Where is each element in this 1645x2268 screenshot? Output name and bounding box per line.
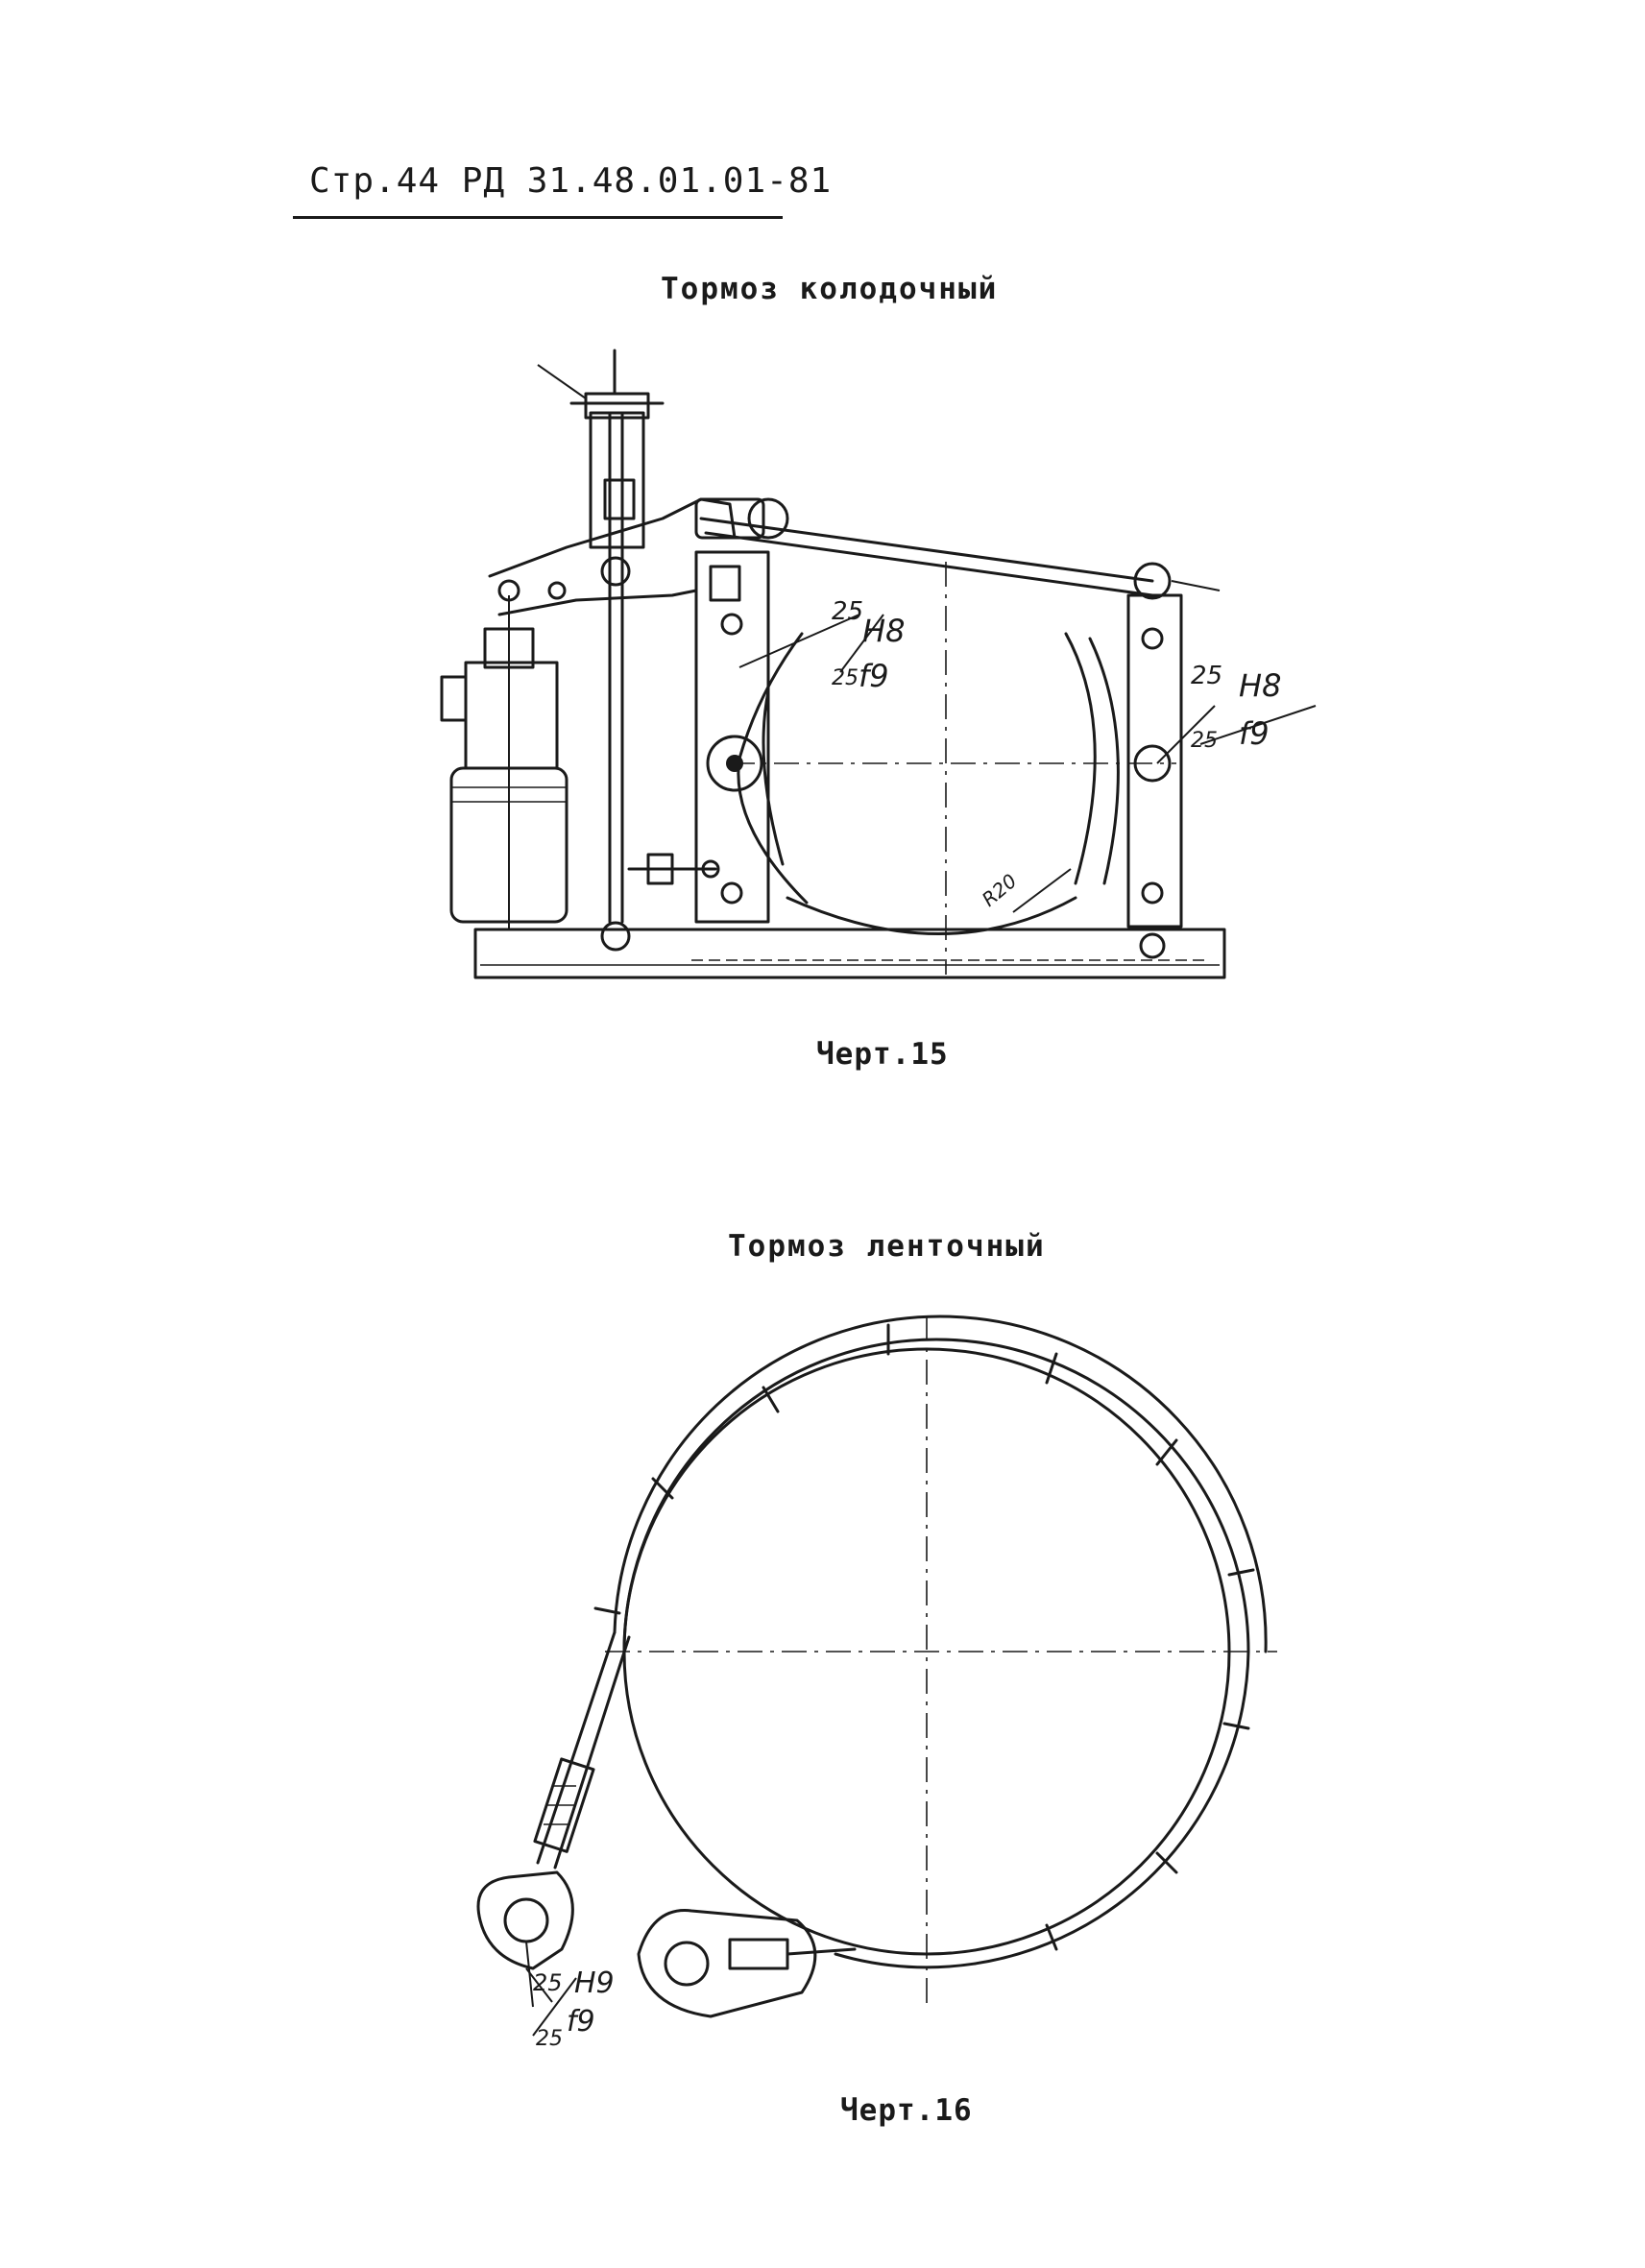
- brake-band-outer-2: [613, 1315, 1268, 1653]
- left-shoe-arm: [694, 550, 770, 924]
- turnbuckle: [533, 1757, 595, 1853]
- figure1-title: Тормоз колодочный: [661, 272, 999, 306]
- figure1-caption: Черт.15: [816, 1037, 949, 1072]
- fit-annotation-upper: 25 H8 25 f9: [738, 597, 905, 694]
- svg-text:f9: f9: [567, 2005, 595, 2039]
- brake-band-outer: [622, 1338, 1250, 1969]
- base-frame: [473, 928, 1226, 979]
- band-tail: [536, 1630, 617, 1865]
- fit-annotation: 25 H9 25 f9: [525, 1966, 615, 2051]
- page-header: Стр.44 РД 31.48.01.01-81: [309, 161, 833, 201]
- svg-text:25: 25: [832, 666, 859, 690]
- band-clips: [593, 1323, 1255, 1951]
- adjuster-bolt: [627, 853, 720, 885]
- figure2-title: Тормоз ленточный: [728, 1229, 1046, 1264]
- svg-text:f9: f9: [1239, 715, 1270, 752]
- upper-lever: [488, 497, 737, 616]
- right-shoe-arm: [1126, 593, 1183, 959]
- band-tail-2: [553, 1635, 631, 1870]
- thruster-unit: [440, 595, 568, 929]
- svg-text:H9: H9: [574, 1966, 615, 2000]
- svg-text:f9: f9: [859, 658, 889, 694]
- svg-text:25: 25: [536, 2027, 563, 2051]
- vertical-rod: [537, 349, 665, 952]
- fit-annotation-right: 25 H8 25 f9: [1156, 662, 1317, 764]
- tension-rod: [694, 497, 1221, 600]
- svg-text:25: 25: [832, 597, 863, 626]
- right-brake-shoe: [1064, 632, 1120, 885]
- drum-outline: [786, 896, 1077, 935]
- header-rule: [293, 216, 783, 219]
- svg-text:25: 25: [1191, 662, 1222, 690]
- svg-text:H8: H8: [1239, 667, 1281, 704]
- svg-text:25: 25: [1191, 729, 1218, 753]
- right-lever: [637, 1909, 857, 2018]
- svg-text:H8: H8: [862, 613, 905, 649]
- svg-text:25: 25: [533, 1969, 563, 1996]
- figure2-caption: Черт.16: [840, 2093, 973, 2128]
